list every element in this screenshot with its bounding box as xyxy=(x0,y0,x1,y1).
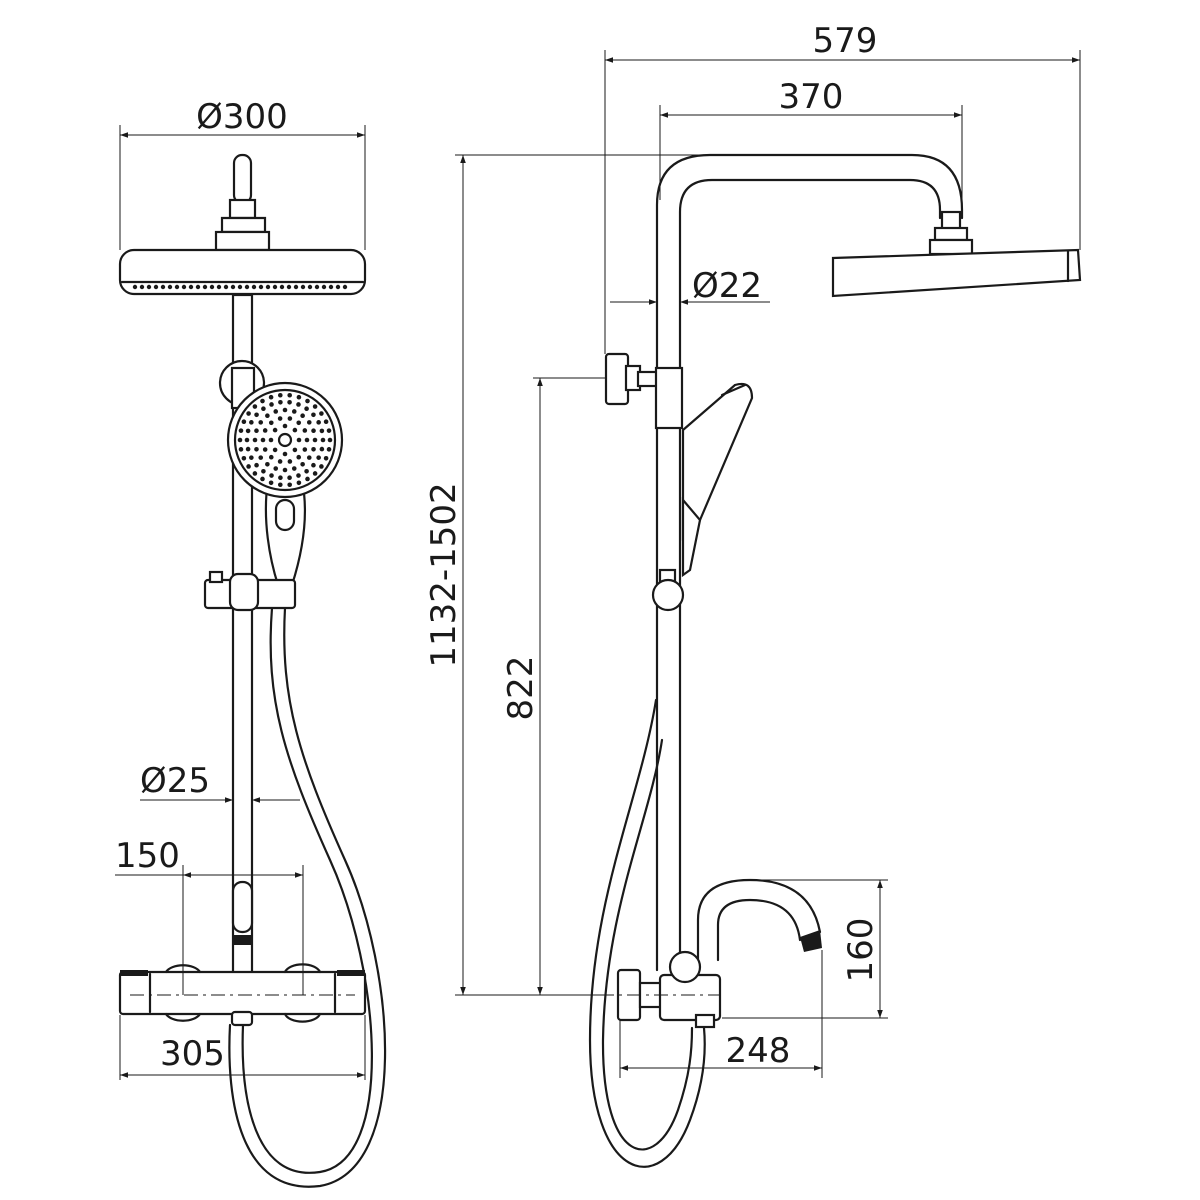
side-rain-head xyxy=(831,248,1082,298)
side-head-connector xyxy=(928,238,974,256)
dim-label-spout-projection: 248 xyxy=(726,1031,791,1071)
hand-shower-head xyxy=(226,381,344,499)
hose xyxy=(241,606,373,1174)
dim-arm-projection: 370 xyxy=(659,77,963,210)
side-hose xyxy=(588,698,706,1168)
side-wall-bracket xyxy=(604,352,630,406)
dim-label-arm-diameter: Ø22 xyxy=(692,266,762,306)
dim-label-bracket-height: 822 xyxy=(501,656,541,721)
dim-label-arm-projection: 370 xyxy=(779,77,844,117)
arm-tube xyxy=(232,153,253,205)
dim-arm-diameter: Ø22 xyxy=(610,266,770,306)
front-view xyxy=(118,153,387,1188)
dim-rail-diameter: Ø25 xyxy=(140,761,300,803)
hand-shower-nozzles xyxy=(237,392,333,488)
dim-label-head-diameter: Ø300 xyxy=(196,97,288,137)
dim-bracket-height: 822 xyxy=(501,377,606,995)
thermostat-bar xyxy=(118,970,367,1016)
dim-thermostat-width: 305 xyxy=(119,1015,366,1080)
nozzle-row xyxy=(132,284,348,290)
side-slider xyxy=(651,578,685,612)
dim-label-total-projection: 579 xyxy=(813,21,878,61)
dim-head-diameter: Ø300 xyxy=(119,97,366,250)
dim-label-spout-height: 160 xyxy=(841,918,881,983)
head-connector xyxy=(214,230,271,252)
dim-valve-spacing: 150 xyxy=(115,836,304,995)
dim-spout-projection: 248 xyxy=(619,950,823,1078)
dim-spout-height: 160 xyxy=(722,879,888,1019)
dim-label-height-range: 1132-1502 xyxy=(424,482,464,667)
side-view xyxy=(588,153,1082,1168)
dim-height-range: 1132-1502 xyxy=(424,154,700,996)
dim-total-projection: 579 xyxy=(604,21,1081,354)
dim-label-rail-diameter: Ø25 xyxy=(140,761,210,801)
spout xyxy=(696,878,822,962)
dim-label-thermostat-width: 305 xyxy=(160,1034,225,1074)
dim-label-valve-spacing: 150 xyxy=(115,836,180,876)
